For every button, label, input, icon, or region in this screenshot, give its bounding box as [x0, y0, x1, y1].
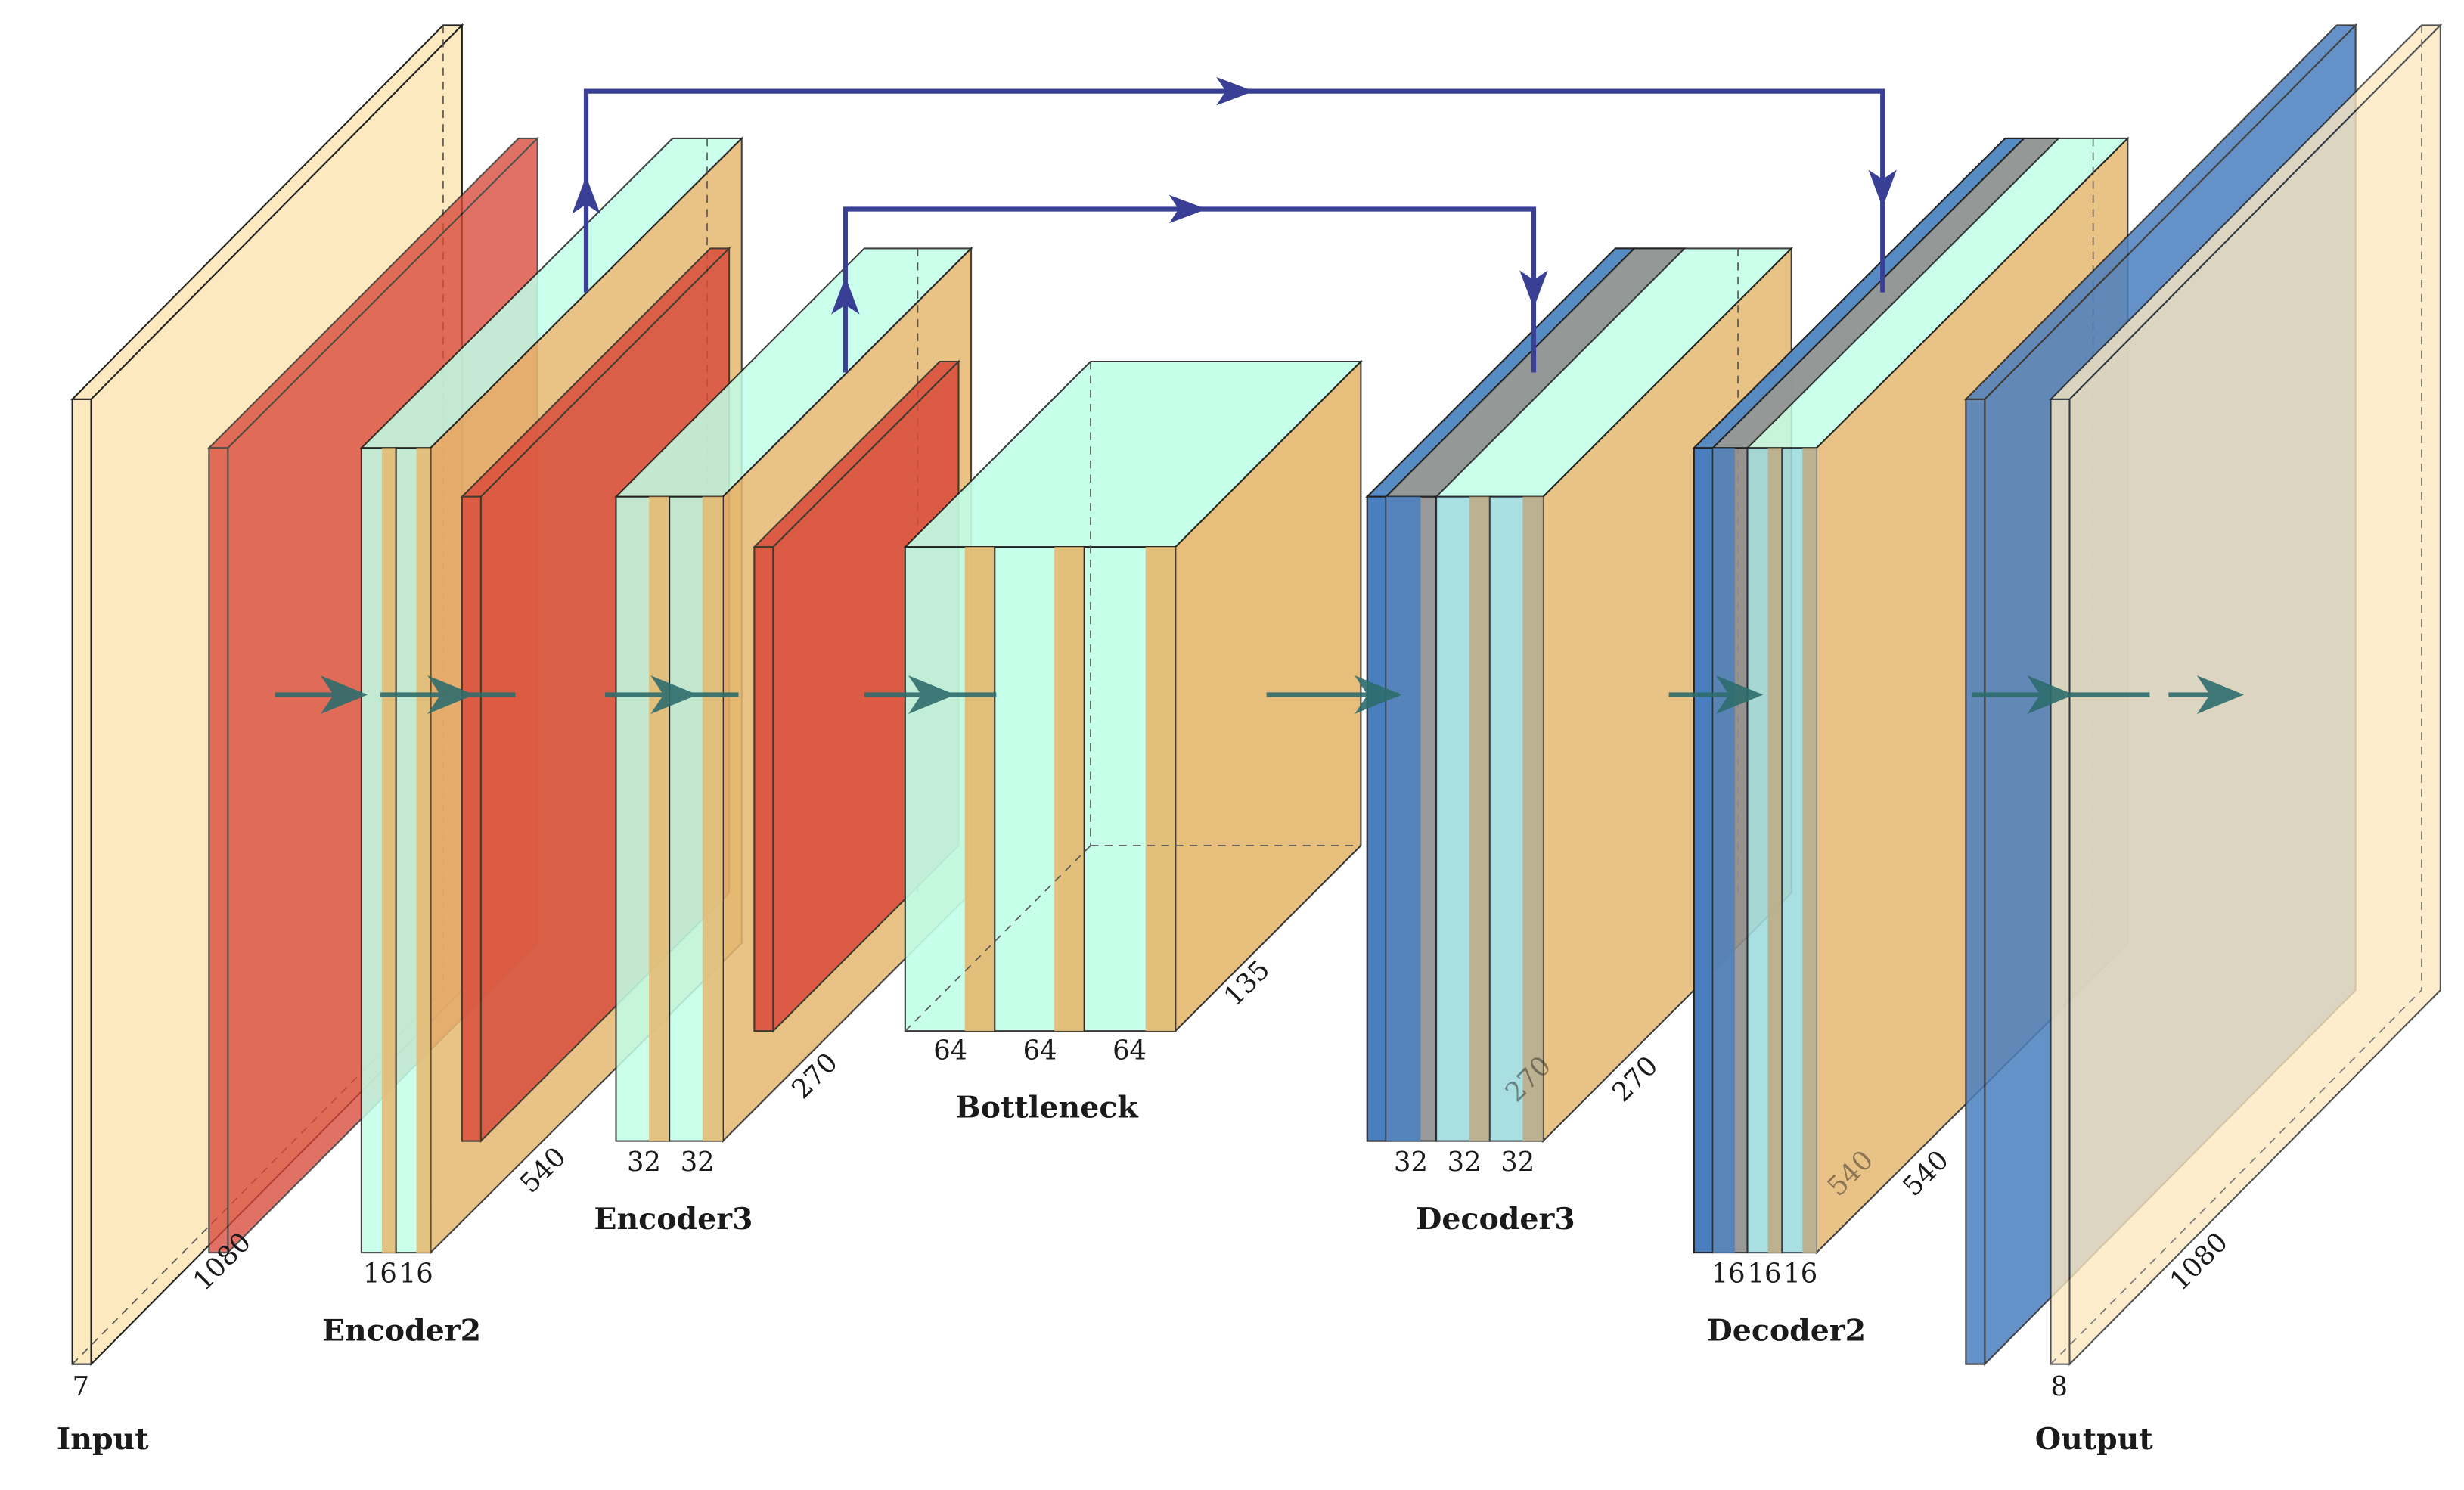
flow-arrow-head	[908, 675, 956, 714]
flow-arrow-head	[1716, 675, 1764, 714]
skip-arrow-up-inner	[831, 276, 860, 315]
decoder2-caption: Decoder2	[1706, 1313, 1866, 1348]
flow-arrow-head	[427, 675, 475, 714]
bott-ch3-label: 64	[1113, 1035, 1147, 1066]
encoder2-caption: Encoder2	[322, 1313, 481, 1348]
flow-arrow-head	[2196, 675, 2245, 714]
enc2-ch2-label: 16	[399, 1259, 433, 1290]
bott-ch2-label: 64	[1023, 1035, 1057, 1066]
bottleneck-caption: Bottleneck	[955, 1090, 1139, 1125]
enc3-ch1-label: 32	[627, 1147, 661, 1178]
flow-arrow-head	[650, 675, 698, 714]
dec2-ch2-label: 16	[1748, 1259, 1782, 1290]
flow-arrow-head	[320, 675, 368, 714]
dec3-ch2-label: 32	[1448, 1147, 1482, 1178]
flow-arrow-head	[2027, 675, 2075, 714]
skip-arrow-down-inner	[1519, 270, 1548, 309]
output-caption: Output	[2035, 1422, 2154, 1457]
dec2-ch1-label: 16	[1711, 1259, 1746, 1290]
input-caption: Input	[57, 1422, 149, 1457]
dec3-ch3-label: 32	[1500, 1147, 1535, 1178]
encoder3-caption: Encoder3	[594, 1202, 753, 1237]
bottleneck-block	[903, 359, 1363, 1033]
dec3-ch1-label: 32	[1394, 1147, 1428, 1178]
bott-ch1-label: 64	[933, 1035, 967, 1066]
enc3-ch2-label: 32	[681, 1147, 715, 1178]
flow-arrows	[275, 675, 2245, 714]
flow-arrow-head	[1355, 675, 1402, 714]
skip-arrow-up-outer	[572, 175, 600, 214]
output-layer	[2049, 23, 2443, 1367]
dec2-ch3-label: 16	[1783, 1259, 1817, 1290]
skip-arrow-mid-outer	[1216, 76, 1255, 106]
decoder3-caption: Decoder3	[1416, 1202, 1575, 1237]
output-channels-label: 8	[2051, 1371, 2068, 1402]
input-channels-label: 7	[73, 1371, 89, 1402]
skip-arrow-down-outer	[1868, 169, 1897, 208]
skip-arrow-mid-inner	[1168, 194, 1207, 224]
enc2-ch1-label: 16	[363, 1259, 397, 1290]
